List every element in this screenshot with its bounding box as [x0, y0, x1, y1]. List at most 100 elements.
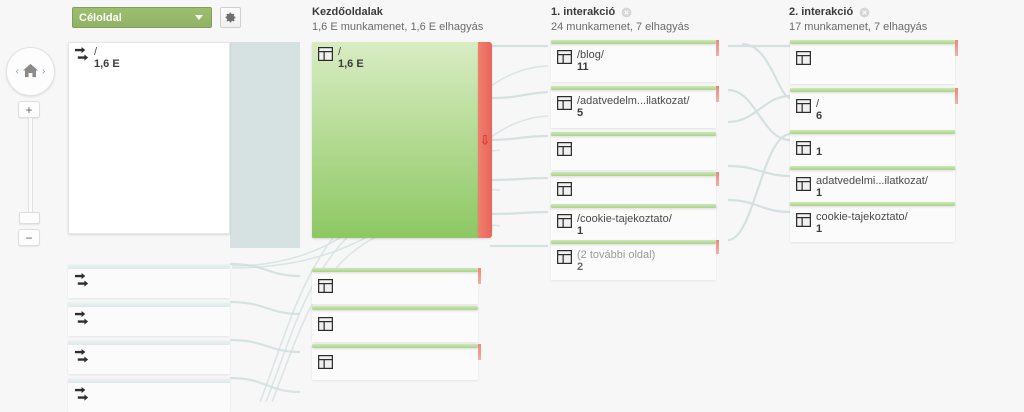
- zoom-track[interactable]: [28, 118, 33, 221]
- node-bar: [551, 204, 716, 208]
- dropoff-bar[interactable]: [716, 240, 719, 254]
- zoom-slider[interactable]: + −: [18, 101, 42, 246]
- home-icon: [23, 63, 38, 77]
- interaction2-node[interactable]: [790, 40, 958, 84]
- node-value: 1,6 E: [94, 58, 120, 70]
- column-subtitle: 24 munkamenet, 7 elhagyás: [551, 21, 690, 33]
- dimension-select[interactable]: Céloldal: [72, 7, 212, 28]
- node-path: /: [338, 46, 342, 58]
- settings-button[interactable]: [220, 7, 241, 28]
- pan-home-control[interactable]: ‹ ›: [6, 47, 55, 96]
- pan-left-button[interactable]: ‹: [15, 66, 19, 77]
- dropoff-bar[interactable]: [716, 86, 719, 102]
- node-bar: [790, 202, 955, 206]
- node-body: [312, 306, 478, 342]
- landing-node[interactable]: / 1,6 E ⇩: [312, 42, 492, 238]
- node-value: 2: [577, 261, 584, 273]
- interaction2-node[interactable]: / 6: [790, 88, 958, 132]
- node-bar: [790, 130, 955, 134]
- page-icon: [796, 51, 811, 68]
- source-node[interactable]: [68, 378, 230, 412]
- node-value: 11: [577, 61, 589, 73]
- interaction1-node[interactable]: [551, 172, 719, 210]
- dropoff-bar[interactable]: [478, 344, 481, 360]
- dropoff-bar[interactable]: ⇩: [478, 42, 492, 238]
- traffic-source-icon: [74, 47, 91, 66]
- page-icon: [796, 213, 811, 230]
- node-value: 1: [577, 225, 584, 237]
- node-bar: [790, 166, 955, 170]
- zoom-handle[interactable]: [19, 212, 40, 224]
- node-path: cookie-tajekoztato/: [816, 211, 908, 223]
- node-body: [312, 344, 478, 380]
- page-icon: [796, 141, 811, 158]
- interaction1-node[interactable]: /cookie-tajekoztato/ 1: [551, 204, 716, 244]
- dropoff-arrow-icon: ⇩: [479, 132, 491, 148]
- interaction1-node-label: /blog/ 11: [577, 49, 604, 73]
- node-bar: [551, 40, 716, 44]
- node-bar: [312, 306, 478, 310]
- interaction1-node[interactable]: (2 további oldal) 2: [551, 240, 719, 280]
- page-icon: [557, 96, 572, 113]
- page-icon: [796, 99, 811, 116]
- close-icon[interactable]: [621, 7, 632, 18]
- node-value: 1: [816, 146, 823, 158]
- node-body: [790, 202, 955, 242]
- page-icon: [557, 182, 572, 199]
- interaction2-node[interactable]: adatvedelmi...ilatkozat/ 1: [790, 166, 955, 206]
- node-value: 1,6 E: [338, 58, 364, 70]
- dropoff-bar[interactable]: [716, 40, 719, 56]
- node-body: [68, 378, 230, 412]
- page-icon: [318, 355, 333, 372]
- flow-toolbar: Céloldal: [72, 7, 241, 28]
- interaction1-node[interactable]: /blog/ 11: [551, 40, 719, 82]
- node-body: [68, 340, 230, 374]
- node-body: [68, 302, 230, 336]
- landing-node-label: / 1,6 E: [338, 46, 364, 70]
- node-bar: [790, 88, 955, 92]
- source-node[interactable]: [68, 264, 230, 298]
- source-node[interactable]: [68, 340, 230, 374]
- dimension-select-label: Céloldal: [79, 11, 122, 24]
- node-body: [551, 240, 716, 280]
- source-node[interactable]: [68, 302, 230, 336]
- node-body: [68, 264, 230, 298]
- node-bar: [68, 340, 230, 345]
- column-subtitle: 17 munkamenet, 7 elhagyás: [789, 21, 928, 33]
- landing-node[interactable]: [312, 306, 478, 342]
- home-button[interactable]: [22, 63, 39, 81]
- node-path: /: [94, 46, 98, 58]
- node-bar: [68, 264, 230, 269]
- node-body: [551, 86, 716, 128]
- dropoff-bar[interactable]: [716, 172, 719, 186]
- traffic-source-icon: [74, 273, 91, 292]
- node-path: /blog/: [577, 49, 604, 61]
- interaction1-node-label: /adatvedelm...ilatkozat/ 5: [577, 95, 690, 119]
- node-bar: [68, 302, 230, 307]
- node-path: adatvedelmi...ilatkozat/: [816, 175, 928, 187]
- interaction1-node[interactable]: /adatvedelm...ilatkozat/ 5: [551, 86, 719, 128]
- column-subtitle: 1,6 E munkamenet, 1,6 E elhagyás: [312, 21, 484, 33]
- node-bar: [551, 240, 716, 244]
- landing-node[interactable]: [312, 268, 481, 304]
- dropoff-bar[interactable]: [955, 40, 958, 56]
- source-node[interactable]: / 1,6 E: [68, 42, 230, 234]
- page-icon: [557, 50, 572, 67]
- dropoff-bar[interactable]: [955, 88, 958, 104]
- interaction2-node[interactable]: 1: [790, 130, 955, 172]
- interaction1-node-label: /cookie-tajekoztato/ 1: [577, 213, 672, 237]
- close-icon[interactable]: [859, 7, 870, 18]
- zoom-in-button[interactable]: +: [18, 101, 40, 118]
- zoom-out-button[interactable]: −: [18, 229, 40, 246]
- interaction1-node[interactable]: [551, 132, 716, 170]
- page-icon: [796, 177, 811, 194]
- page-icon: [318, 317, 333, 334]
- column-title: Kezdőoldalak: [312, 6, 383, 18]
- node-body: [551, 40, 716, 82]
- interaction2-node[interactable]: cookie-tajekoztato/ 1: [790, 202, 955, 242]
- dropoff-bar[interactable]: [478, 268, 481, 284]
- landing-node[interactable]: [312, 344, 481, 380]
- pan-right-button[interactable]: ›: [42, 66, 46, 77]
- interaction2-node-label: 1: [816, 146, 822, 158]
- node-bar: [312, 344, 478, 348]
